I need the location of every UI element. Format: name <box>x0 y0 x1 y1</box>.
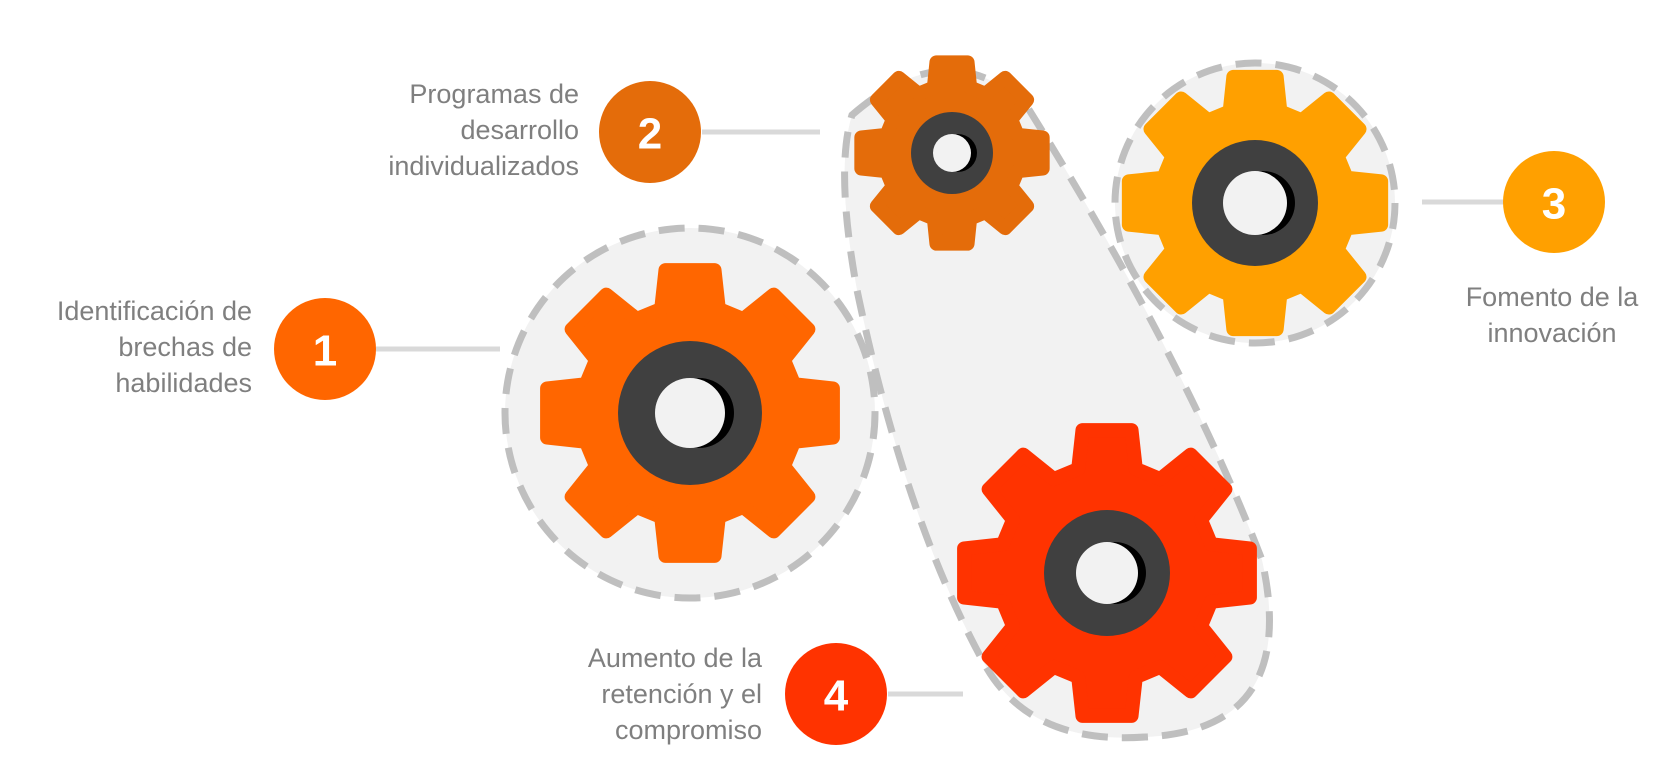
step-2-label-line: individualizados <box>388 151 579 181</box>
gear-2 <box>854 55 1050 251</box>
badge-1-circle <box>274 298 376 400</box>
gear-3 <box>1121 69 1389 337</box>
badge-1: 1 <box>274 298 376 400</box>
badge-3-number: 3 <box>1542 180 1566 229</box>
badge-4-circle <box>785 643 887 745</box>
step-2-label: Programas de desarrollo individualizados <box>388 76 579 184</box>
step-4-label-line: Aumento de la <box>587 643 762 673</box>
badge-4-number: 4 <box>824 672 849 721</box>
step-4-label-line: compromiso <box>614 715 762 745</box>
step-3-label: Fomento de la innovación <box>1452 279 1652 351</box>
gear-3-hole <box>1223 171 1287 235</box>
badge-2: 2 <box>599 81 701 183</box>
gear-4-hole <box>1076 542 1138 604</box>
badge-3-circle <box>1503 151 1605 253</box>
gear-1 <box>540 263 840 563</box>
step-3-label-line: innovación <box>1487 318 1617 348</box>
step-1-label-line: brechas de <box>118 332 252 362</box>
step-3-label-line: Fomento de la <box>1465 282 1639 312</box>
badge-4: 4 <box>785 643 887 745</box>
step-1-label-line: habilidades <box>115 368 252 398</box>
step-4-label: Aumento de la retención y el compromiso <box>588 640 762 748</box>
gear-1-hole <box>655 378 725 448</box>
badge-3: 3 <box>1503 151 1605 253</box>
gear-4 <box>957 423 1257 723</box>
step-2-label-line: desarrollo <box>460 115 579 145</box>
step-4-label-line: retención y el <box>601 679 762 709</box>
step-1-label-line: Identificación de <box>56 296 252 326</box>
step-2-label-line: Programas de <box>409 79 579 109</box>
gear-2-hole <box>933 134 971 172</box>
badge-2-number: 2 <box>638 110 662 159</box>
step-1-label: Identificación de brechas de habilidades <box>57 293 252 401</box>
badge-1-number: 1 <box>313 327 337 376</box>
badge-2-circle <box>599 81 701 183</box>
connector-group <box>376 129 1505 697</box>
